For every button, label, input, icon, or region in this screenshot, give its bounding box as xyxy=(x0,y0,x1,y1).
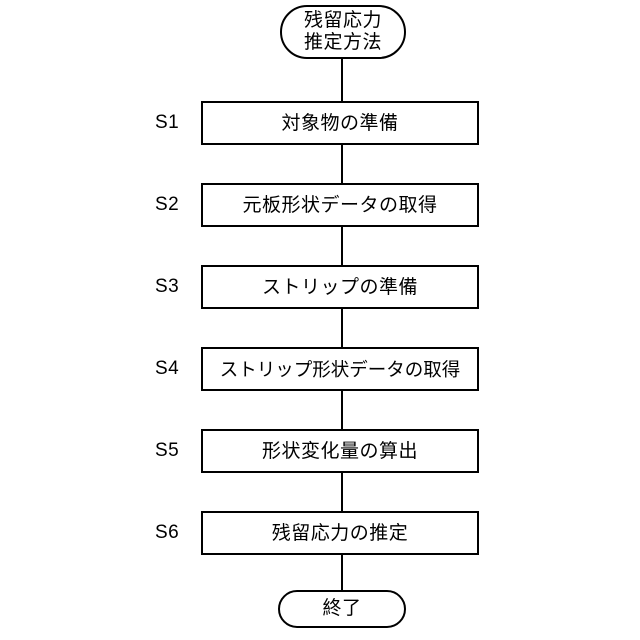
connector-s5-to-s6 xyxy=(341,473,343,511)
connector-s4-to-s5 xyxy=(341,391,343,429)
connector-s3-to-s4 xyxy=(341,309,343,347)
step-box-s2: 元板形状データの取得 xyxy=(201,183,479,227)
step-label-s6: 残留応力の推定 xyxy=(271,522,409,544)
step-id-s2: S2 xyxy=(155,194,180,215)
start-terminator: 残留応力 推定方法 xyxy=(280,5,406,59)
connector-s1-to-s2 xyxy=(341,145,343,183)
connector-s6-to-end xyxy=(341,555,343,591)
step-label-s3: ストリップの準備 xyxy=(261,276,418,298)
step-box-s6: 残留応力の推定 xyxy=(201,511,479,555)
step-box-s5: 形状変化量の算出 xyxy=(201,429,479,473)
step-label-s5: 形状変化量の算出 xyxy=(261,440,418,462)
step-label-s2: 元板形状データの取得 xyxy=(242,194,438,216)
step-id-s4: S4 xyxy=(155,358,180,379)
step-id-s3: S3 xyxy=(155,276,180,297)
connector-start-to-s1 xyxy=(341,59,343,101)
step-box-s4: ストリップ形状データの取得 xyxy=(201,347,479,391)
start-terminator-label: 残留応力 推定方法 xyxy=(303,10,382,53)
connector-s2-to-s3 xyxy=(341,227,343,265)
step-id-s5: S5 xyxy=(155,440,180,461)
step-label-s1: 対象物の準備 xyxy=(281,112,399,134)
end-terminator-label: 終了 xyxy=(322,598,362,619)
step-id-s1: S1 xyxy=(155,112,180,133)
step-box-s3: ストリップの準備 xyxy=(201,265,479,309)
step-label-s4: ストリップ形状データの取得 xyxy=(219,358,461,380)
end-terminator: 終了 xyxy=(278,590,406,628)
step-id-s6: S6 xyxy=(155,522,180,543)
step-box-s1: 対象物の準備 xyxy=(201,101,479,145)
